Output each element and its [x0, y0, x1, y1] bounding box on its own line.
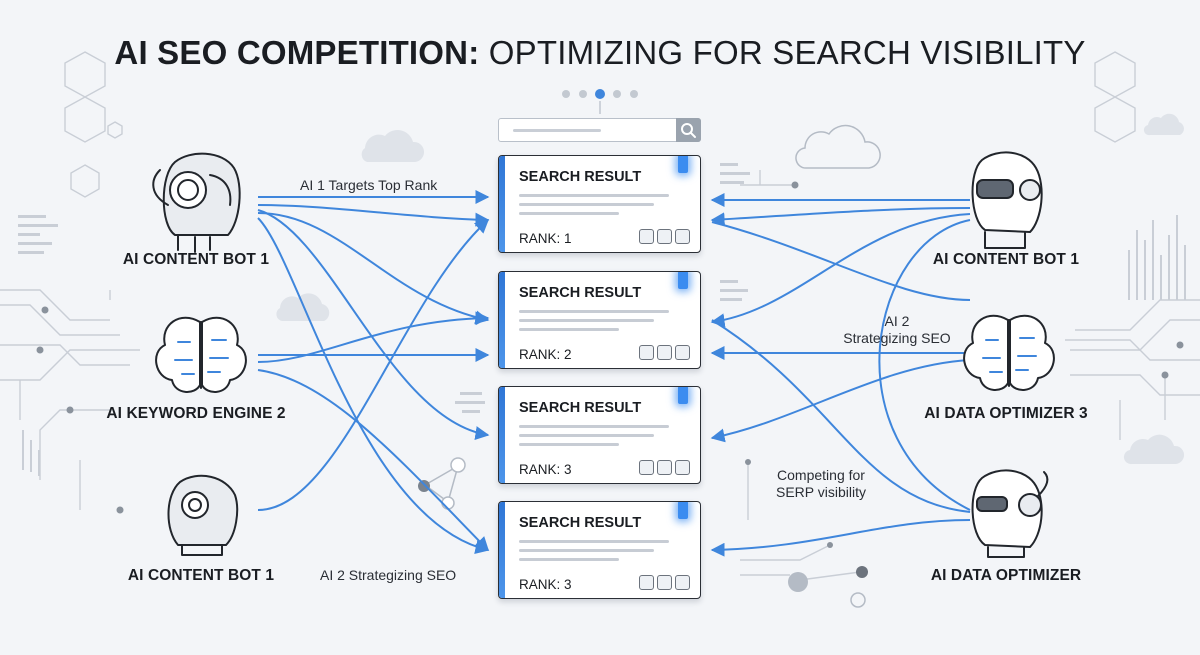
search-result-card-2[interactable]: SEARCH RESULT RANK: 2 [498, 271, 701, 369]
card-accent-bar [499, 502, 505, 598]
agent-label-left-1: AI CONTENT BOT 1 [122, 251, 270, 268]
connector-lb-1 [257, 219, 490, 511]
link-icon[interactable] [675, 460, 690, 475]
connector-rm-3 [711, 221, 971, 301]
brain-circuit-icon [963, 314, 1055, 391]
caption-right-mid: AI 2 Strategizing SEO [838, 313, 956, 347]
robot-headset-icon [152, 152, 241, 253]
connector-lm-2 [257, 311, 490, 363]
card-accent-bar [499, 387, 505, 483]
search-button[interactable] [676, 118, 701, 142]
caption-right-low-line2: SERP visibility [776, 484, 866, 500]
title-bold: AI SEO COMPETITION: [114, 34, 480, 71]
caption-left-top: AI 1 Targets Top Rank [300, 177, 438, 193]
card-rank: RANK: 1 [519, 231, 572, 246]
agent-label-right-1: AI CONTENT BOT 1 [932, 251, 1080, 268]
globe-icon[interactable] [657, 460, 672, 475]
search-icon[interactable] [639, 460, 654, 475]
card-text-line [519, 540, 669, 543]
agent-label-left-2: AI KEYWORD ENGINE 2 [106, 405, 286, 422]
card-text-line [519, 425, 669, 428]
connector-lt-5 [257, 217, 490, 554]
caption-right-low-line1: Competing for [777, 467, 865, 483]
card-title: SEARCH RESULT [519, 169, 642, 185]
card-rank: RANK: 3 [519, 462, 572, 477]
card-text-line [519, 319, 654, 322]
card-text-line [519, 558, 619, 561]
caption-right-mid-line2: Strategizing SEO [843, 330, 951, 346]
card-title: SEARCH RESULT [519, 515, 642, 531]
search-icon [681, 123, 696, 138]
card-indicator-light [678, 156, 688, 173]
card-text-line [519, 434, 654, 437]
brain-circuit-icon [155, 316, 247, 393]
card-rank: RANK: 3 [519, 577, 572, 592]
card-text-line [519, 310, 669, 313]
globe-icon[interactable] [657, 345, 672, 360]
card-text-line [519, 194, 669, 197]
search-result-card-3[interactable]: SEARCH RESULT RANK: 3 [498, 386, 701, 484]
card-accent-bar [499, 156, 505, 252]
agent-label-right-3: AI DATA OPTIMIZER [930, 567, 1082, 584]
card-indicator-light [678, 387, 688, 404]
connector-rb-1 [710, 519, 971, 557]
search-result-card-1[interactable]: SEARCH RESULT RANK: 1 [498, 155, 701, 253]
title-rest: OPTIMIZING FOR SEARCH VISIBILITY [479, 34, 1086, 71]
connector-rt-4 [878, 219, 971, 511]
connector-rb-2 [711, 319, 971, 513]
robot-visor-icon [971, 151, 1043, 249]
card-text-line [519, 203, 654, 206]
card-text-line [519, 328, 619, 331]
link-icon[interactable] [675, 345, 690, 360]
page-title: AI SEO COMPETITION: OPTIMIZING FOR SEARC… [0, 34, 1200, 72]
card-indicator-light [678, 502, 688, 519]
connector-rt-2 [710, 207, 971, 227]
agent-label-right-2: AI DATA OPTIMIZER 3 [924, 405, 1088, 422]
card-text-line [519, 549, 654, 552]
link-icon[interactable] [675, 575, 690, 590]
card-accent-bar [499, 272, 505, 368]
connector-lm-3 [257, 369, 489, 552]
card-indicator-light [678, 272, 688, 289]
connector-lt-4 [257, 209, 490, 440]
connector-lt-2 [257, 204, 490, 227]
card-text-line [519, 212, 619, 215]
caption-right-low: Competing for SERP visibility [762, 467, 880, 501]
globe-icon[interactable] [657, 229, 672, 244]
caption-left-bottom: AI 2 Strategizing SEO [320, 567, 457, 583]
search-placeholder-line [513, 129, 601, 132]
search-icon[interactable] [639, 229, 654, 244]
search-icon[interactable] [639, 345, 654, 360]
search-icon[interactable] [639, 575, 654, 590]
connector-rt-3 [710, 213, 971, 328]
connector-rm-2 [710, 359, 971, 443]
globe-icon[interactable] [657, 575, 672, 590]
robot-visor-headset-icon [971, 469, 1049, 558]
caption-right-mid-line1: AI 2 [884, 313, 910, 329]
link-icon[interactable] [675, 229, 690, 244]
card-rank: RANK: 2 [519, 347, 572, 362]
connector-lt-3 [257, 212, 490, 325]
robot-profile-icon [167, 474, 239, 556]
agent-label-left-3: AI CONTENT BOT 1 [127, 567, 275, 584]
search-bar[interactable] [498, 118, 701, 142]
card-title: SEARCH RESULT [519, 285, 642, 301]
card-title: SEARCH RESULT [519, 400, 642, 416]
card-text-line [519, 443, 619, 446]
search-result-card-4[interactable]: SEARCH RESULT RANK: 3 [498, 501, 701, 599]
